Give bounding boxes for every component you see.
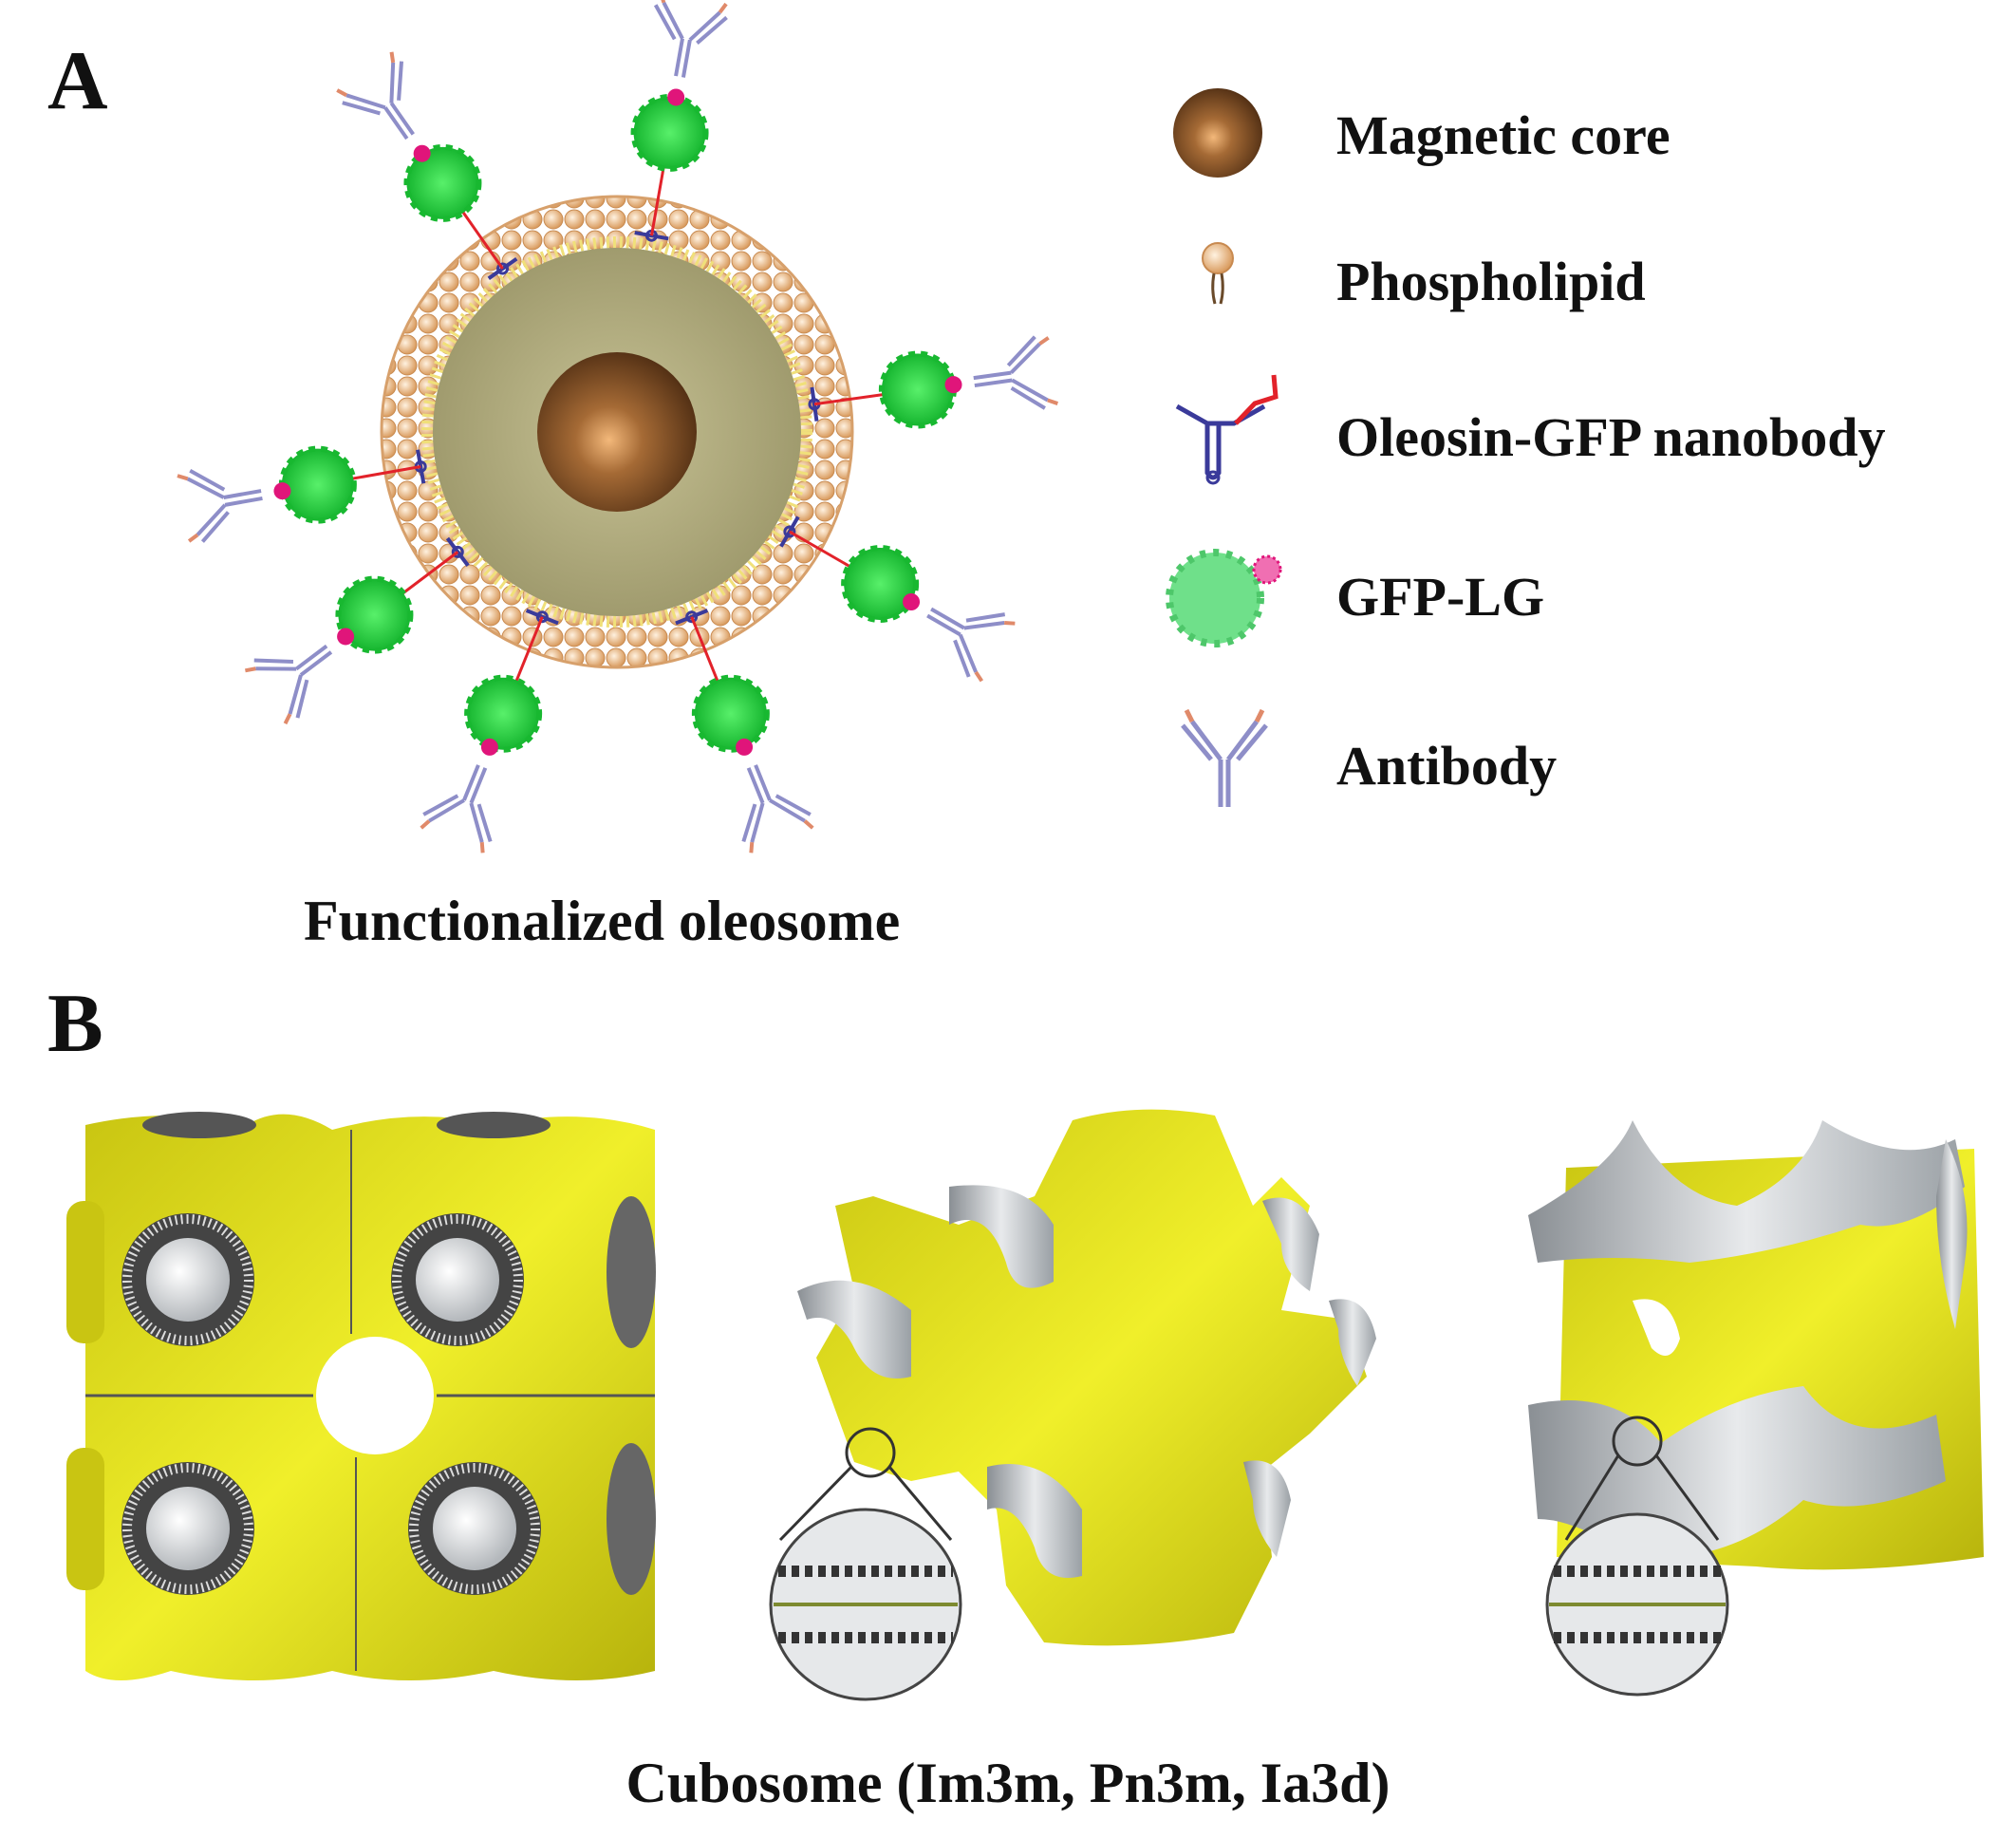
phospholipid-inner-ring xyxy=(421,236,812,628)
cubosome-im3m xyxy=(66,1112,656,1680)
antibody xyxy=(653,0,728,78)
gfp-lg xyxy=(841,545,920,623)
antibody xyxy=(926,607,1016,683)
pore-bottom-right xyxy=(408,1462,541,1595)
legend-label-antibody: Antibody xyxy=(1336,735,1558,797)
antibody-icon xyxy=(1181,708,1268,807)
gfp-lg xyxy=(630,93,709,172)
magnetic-core-icon xyxy=(1173,88,1262,178)
gfp-lg xyxy=(278,445,357,524)
oleosin-gfp-nanobody-icon xyxy=(1175,374,1279,485)
surface-complex xyxy=(177,445,427,543)
phospholipid-icon xyxy=(1202,242,1234,305)
surface-complex xyxy=(779,516,1016,683)
magnetic-core xyxy=(537,352,697,512)
antibody xyxy=(245,644,333,725)
pore-top-left xyxy=(121,1213,254,1346)
pore-bottom-left xyxy=(121,1462,254,1595)
surface-complex xyxy=(245,536,470,725)
panel-a-label: A xyxy=(47,35,108,127)
gfp-lg xyxy=(403,143,482,222)
oleosome xyxy=(380,195,854,669)
legend-label-magnetic-core: Magnetic core xyxy=(1336,104,1671,166)
surface-complex xyxy=(420,609,559,853)
gfp-lg-icon xyxy=(1166,549,1282,647)
gfp-lg xyxy=(878,350,957,429)
legend-label-oleosin-gfp-nanobody: Oleosin-GFP nanobody xyxy=(1336,406,1886,468)
bilayer-inset-pn3m xyxy=(769,1508,962,1701)
cubosome-ia3d xyxy=(1528,1120,1984,1697)
oleosome-decorations xyxy=(177,0,1058,853)
antibody xyxy=(973,335,1058,410)
antibody xyxy=(741,764,814,853)
antibody xyxy=(177,468,263,543)
panel-a-caption: Functionalized oleosome xyxy=(304,890,901,952)
legend-label-gfp-lg: GFP-LG xyxy=(1336,566,1545,628)
bilayer-inset-ia3d xyxy=(1545,1512,1729,1697)
antibody xyxy=(336,51,415,141)
cubosome-pn3m xyxy=(769,1109,1376,1701)
surface-complex xyxy=(630,0,728,242)
panel-b-label: B xyxy=(47,978,103,1070)
central-pore xyxy=(316,1337,434,1454)
surface-complex xyxy=(675,609,814,853)
gfp-lg xyxy=(335,575,414,654)
surface-complex xyxy=(808,335,1058,429)
gfp-lg xyxy=(464,674,543,753)
pore-top-right xyxy=(391,1213,524,1346)
surface-complex xyxy=(336,51,518,280)
gfp-lg xyxy=(691,674,770,753)
antibody xyxy=(420,764,493,853)
legend-label-phospholipid: Phospholipid xyxy=(1336,251,1646,312)
panel-b-caption: Cubosome (Im3m, Pn3m, Ia3d) xyxy=(625,1752,1391,1814)
